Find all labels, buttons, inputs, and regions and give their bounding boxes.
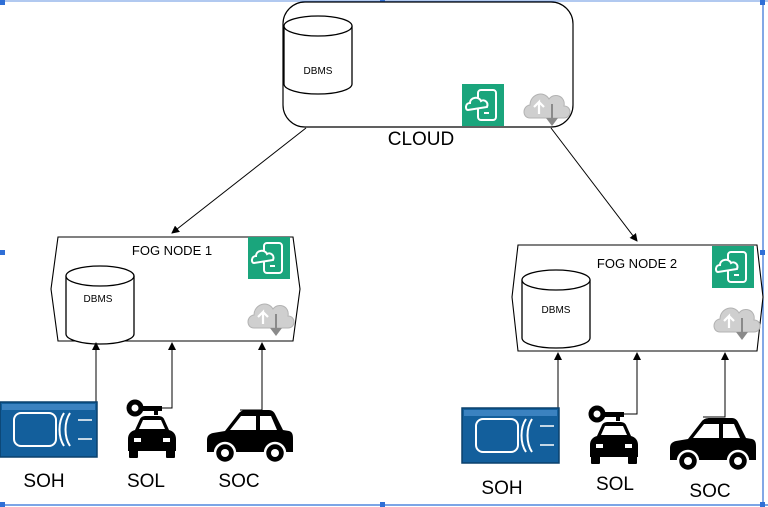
- device-label-soh-right: SOH: [481, 478, 522, 499]
- frame-handle-tl[interactable]: [0, 0, 5, 5]
- fog-node-2: FOG NODE 2 DBMS: [511, 244, 764, 352]
- fog-node-1-app-icon: [247, 236, 291, 280]
- cloud-label: CLOUD: [388, 129, 455, 150]
- fog-node-1-database-icon: [65, 265, 135, 345]
- device-label-soc-right: SOC: [689, 481, 730, 502]
- car-icon: [205, 408, 295, 465]
- device-label-sol-left: SOL: [127, 471, 165, 492]
- arrow-cloud-to-fog2: [550, 127, 638, 242]
- arrow-soc-to-fog1: [240, 342, 266, 411]
- fog-node-2-db-label: DBMS: [542, 305, 571, 316]
- arrow-soc-to-fog2: [703, 352, 729, 418]
- frame-handle-bc[interactable]: [380, 502, 385, 507]
- device-label-soh-left: SOH: [23, 471, 64, 492]
- arrow-cloud-to-fog1: [171, 127, 307, 234]
- frame-handle-mr[interactable]: [760, 250, 765, 255]
- arrow-sol-to-fog1: [159, 342, 176, 409]
- cloud-node: DBMS CLOUD: [282, 1, 574, 150]
- frame-handle-tr[interactable]: [760, 0, 765, 5]
- smart-card-icon: [461, 407, 560, 464]
- fog-node-1-connectors: [92, 342, 266, 411]
- arrow-sol-to-fog2: [624, 352, 641, 415]
- devices-left: SOH SOL SOC: [0, 401, 295, 492]
- device-label-soc-left: SOC: [218, 471, 259, 492]
- fog-node-1-db-label: DBMS: [84, 294, 113, 305]
- frame-handle-bl[interactable]: [0, 502, 5, 507]
- devices-right: SOH SOL SOC: [461, 407, 758, 502]
- fog-node-1-label: FOG NODE 1: [132, 243, 212, 258]
- cloud-app-icon: [461, 83, 505, 127]
- fog-node-1: FOG NODE 1 DBMS: [50, 236, 301, 345]
- car-icon: [668, 416, 758, 473]
- car-key-icon: [128, 402, 176, 458]
- car-key-icon: [590, 408, 638, 464]
- cloud-database-icon: [283, 15, 353, 95]
- fog-node-2-label: FOG NODE 2: [597, 256, 677, 271]
- fog-node-2-app-icon: [711, 245, 755, 289]
- frame-handle-br[interactable]: [760, 502, 765, 507]
- device-label-sol-right: SOL: [596, 474, 634, 495]
- fog-node-2-connectors: [554, 352, 729, 418]
- smart-card-icon: [0, 401, 98, 458]
- cloud-db-label: DBMS: [304, 66, 333, 77]
- frame-handle-ml[interactable]: [0, 250, 5, 255]
